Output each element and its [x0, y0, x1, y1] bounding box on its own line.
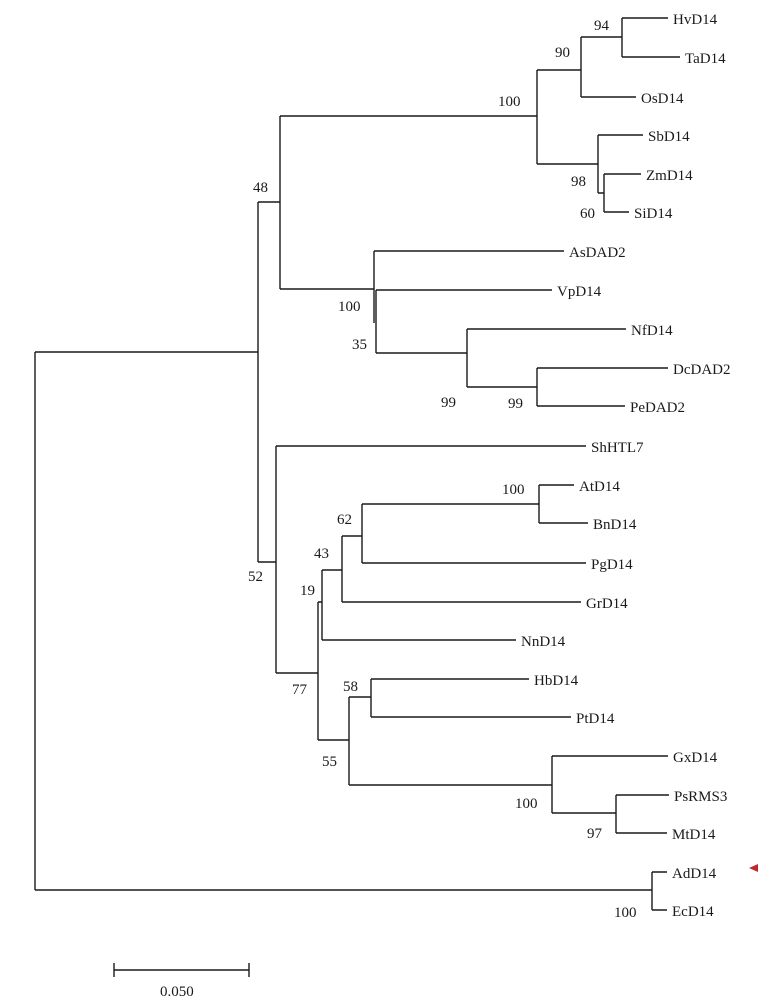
taxon-label: SbD14	[648, 129, 690, 145]
taxon-label: SiD14	[634, 206, 673, 222]
branch-at-bn	[538, 484, 588, 524]
scale-bar: 0.050	[113, 963, 250, 1000]
branch-ps-mt	[615, 794, 669, 834]
branch-as-vp-nf	[373, 250, 564, 323]
bootstrap-value: 99	[508, 396, 523, 412]
branch-hb-gx	[348, 696, 552, 786]
taxon-label: EcD14	[672, 904, 714, 920]
taxon-label: PsRMS3	[674, 789, 727, 805]
branch-hv-ta-os	[580, 36, 636, 98]
branch-at-nn	[321, 569, 516, 641]
scale-bar-line	[113, 963, 250, 977]
branch-dc-pe	[536, 367, 668, 407]
bootstrap-value: 62	[337, 512, 352, 528]
branch-legumes	[551, 755, 668, 814]
bootstrap-value: 97	[587, 826, 603, 842]
taxon-label: NfD14	[631, 323, 673, 339]
branch-eudicots	[275, 445, 586, 674]
bootstrap-value: 100	[614, 905, 637, 921]
taxon-label: BnD14	[593, 517, 637, 533]
taxon-labels: HvD14 TaD14 OsD14 SbD14 ZmD14 SiD14 AsDA…	[521, 12, 731, 920]
branch-hv-ta	[621, 17, 680, 58]
branch-grasses	[536, 69, 598, 165]
bootstrap-value: 43	[314, 546, 329, 562]
bootstrap-value: 55	[322, 754, 337, 770]
bootstrap-value: 90	[555, 45, 570, 61]
bootstrap-value: 52	[248, 569, 263, 585]
branch-at-pg	[361, 503, 586, 564]
taxon-label: PtD14	[576, 711, 615, 727]
branch-at-gr	[341, 535, 581, 603]
branch-nf-dc	[466, 328, 626, 388]
taxon-label: PeDAD2	[630, 400, 685, 416]
bootstrap-value: 100	[498, 94, 521, 110]
taxon-label: AdD14	[672, 866, 717, 882]
tree-branches	[34, 17, 680, 911]
branch-vp-nf	[375, 289, 552, 354]
scale-bar-label: 0.050	[160, 984, 194, 1000]
branch-root	[34, 351, 652, 891]
branch-main-split	[257, 201, 280, 563]
taxon-label: HbD14	[534, 673, 579, 689]
bootstrap-value: 35	[352, 337, 367, 353]
bootstrap-value: 100	[502, 482, 525, 498]
taxon-label: GxD14	[673, 750, 718, 766]
branch-upper-split	[279, 115, 537, 290]
taxon-label: MtD14	[672, 827, 716, 843]
taxon-label: DcDAD2	[673, 362, 731, 378]
bootstrap-value: 94	[594, 18, 610, 34]
taxon-label: TaD14	[685, 51, 726, 67]
taxon-label: HvD14	[673, 12, 718, 28]
taxon-label: VpD14	[557, 284, 602, 300]
bootstrap-value: 100	[338, 299, 361, 315]
taxon-label: ZmD14	[646, 168, 693, 184]
branch-hb-pt	[370, 678, 571, 718]
taxon-label: AtD14	[579, 479, 620, 495]
branch-zm-si	[603, 173, 641, 213]
branch-ad-ec	[651, 871, 667, 911]
taxon-label: OsD14	[641, 91, 684, 107]
taxon-label: NnD14	[521, 634, 566, 650]
bootstrap-value: 19	[300, 583, 315, 599]
red-triangle-marker-icon	[749, 864, 758, 872]
bootstrap-value: 58	[343, 679, 358, 695]
bootstrap-value: 100	[515, 796, 538, 812]
taxon-label: PgD14	[591, 557, 633, 573]
bootstrap-values: 94 90 100 98 60 48 100 35 99 99 52 100 6…	[248, 18, 637, 921]
bootstrap-value: 99	[441, 395, 456, 411]
bootstrap-value: 98	[571, 174, 586, 190]
taxon-label: GrD14	[586, 596, 628, 612]
bootstrap-value: 77	[292, 682, 308, 698]
taxon-label: AsDAD2	[569, 245, 626, 261]
branch-sb-zm-si	[597, 134, 643, 194]
bootstrap-value: 60	[580, 206, 595, 222]
bootstrap-value: 48	[253, 180, 268, 196]
taxon-label: ShHTL7	[591, 440, 644, 456]
